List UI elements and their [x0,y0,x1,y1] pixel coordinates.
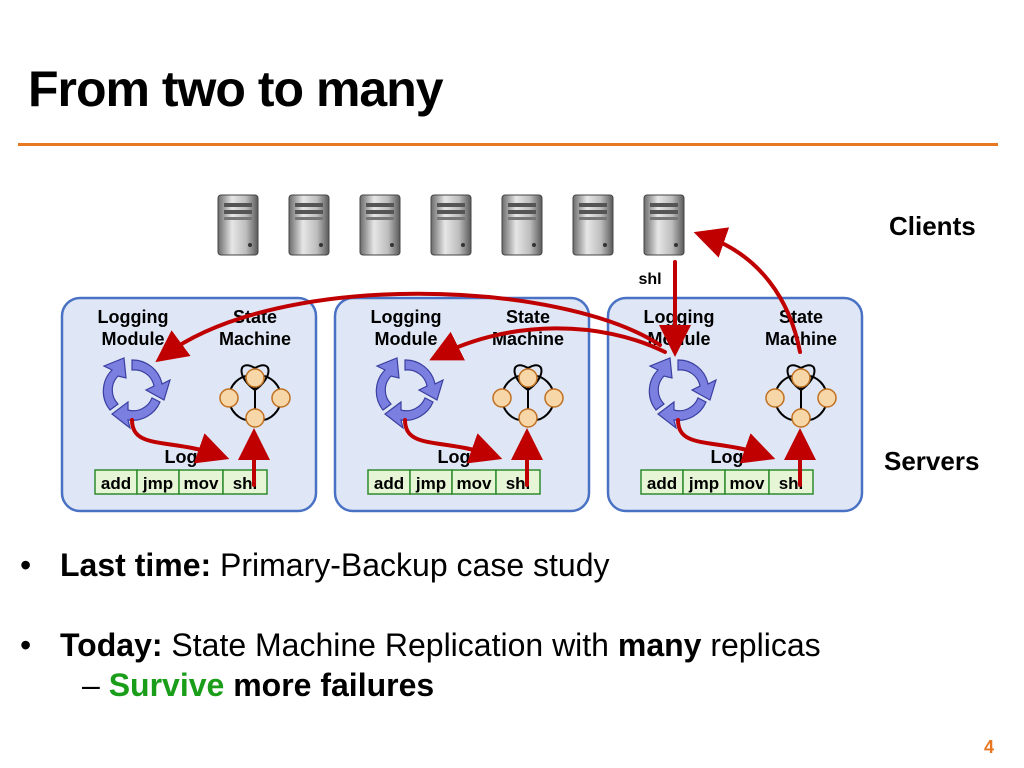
response-arrow [693,227,802,354]
client-computer-icon [572,194,614,256]
state-machine-label-line2: Machine [219,329,291,349]
slide-title: From two to many [28,61,444,117]
log-entry: jmp [415,474,446,493]
append-arrow [676,418,776,464]
logging-module-label-line1: Logging [644,307,715,327]
client-computer-icon [430,194,472,256]
servers-label: Servers [884,446,980,476]
bullet-bold: Today: [60,627,163,663]
bullet-emphasis: many [617,627,702,663]
client-computer-icon [288,194,330,256]
bullet-dot: • [20,547,32,583]
sub-bullet-dash: – [82,667,100,703]
client-computer-icon [501,194,543,256]
server-1: Logging Module State Machine Log add jmp… [60,296,318,513]
append-arrow [130,418,230,464]
logging-module-label-line2: Module [102,329,165,349]
logging-module-label-line1: Logging [371,307,442,327]
bullet-bold: Last time: [60,547,212,583]
log-entries: add jmp mov shl [640,469,814,495]
sub-bullet-green: Survive [108,667,225,703]
log-entry: add [101,474,131,493]
bullet-dot: • [20,627,32,663]
title-divider [18,143,998,146]
log-label: Log [711,447,744,467]
client-computers [217,194,685,256]
logging-module-label-line2: Module [375,329,438,349]
log-entry: shl [506,474,531,493]
log-label: Log [438,447,471,467]
append-arrow [403,418,503,464]
sub-bullet-survive: – Survive more failures [82,667,434,704]
client-computer-icon [217,194,259,256]
message-arrows [130,227,816,487]
server-3: Logging Module State Machine Log add jmp… [606,296,864,513]
bullet-text: State Machine Replication with [162,627,618,663]
log-entry: mov [730,474,766,493]
log-entries: add jmp mov shl [367,469,541,495]
log-entry: mov [184,474,220,493]
log-entry: jmp [142,474,173,493]
client-computer-icon [359,194,401,256]
log-label: Log [165,447,198,467]
state-machine-label-line1: State [506,307,550,327]
clients-label: Clients [889,211,976,241]
log-entries: add jmp mov shl [94,469,268,495]
log-entry: shl [779,474,804,493]
log-entry: add [374,474,404,493]
replicate-arrow-server-2 [429,326,667,361]
logging-module-label-line2: Module [648,329,711,349]
log-entry: add [647,474,677,493]
request-label: shl [638,271,661,288]
log-entry: shl [233,474,258,493]
client-computer-icon [643,194,685,256]
replicate-arrow-server-1 [155,291,662,363]
logging-module-label-line1: Logging [98,307,169,327]
state-machine-label-line2: Machine [765,329,837,349]
bullet-last-time: • Last time: Primary-Backup case study [20,547,610,584]
page-number: 4 [983,737,994,757]
bullet-text: Primary-Backup case study [211,547,610,583]
sub-bullet-bold: more failures [224,667,435,703]
bullet-text-end: replicas [701,627,821,663]
log-entry: mov [457,474,493,493]
bullet-today: • Today: State Machine Replication with m… [20,627,821,664]
log-entry: jmp [688,474,719,493]
